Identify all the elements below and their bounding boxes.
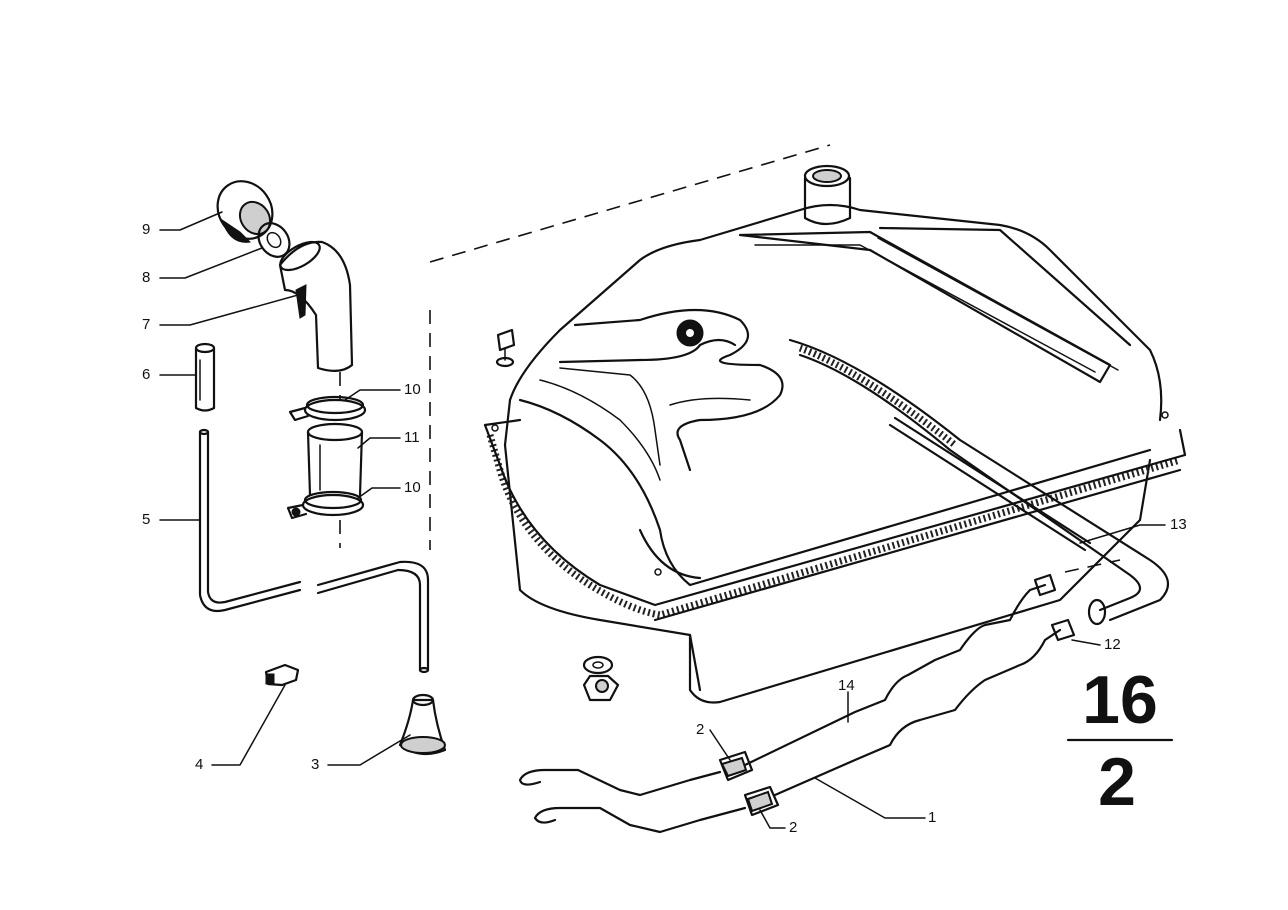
figure-group-number: 16 <box>1082 662 1158 738</box>
callout-6: 6 <box>142 366 151 383</box>
callout-9: 9 <box>142 221 151 238</box>
hose-clamp-upper <box>288 395 367 422</box>
grommet-and-nut <box>582 655 620 702</box>
assembly-guide-lines <box>339 144 1121 573</box>
sender-unit <box>676 319 704 347</box>
figure-sub-number: 2 <box>1098 744 1136 820</box>
callout-14: 14 <box>838 677 855 694</box>
callout-10-lower: 10 <box>404 479 421 496</box>
callout-leaders <box>159 211 1166 829</box>
drain-tube <box>788 338 1170 626</box>
vent-tube <box>198 428 430 674</box>
callout-8: 8 <box>142 269 151 286</box>
connecting-hose <box>306 422 364 497</box>
fuel-tank <box>483 164 1187 704</box>
return-line <box>533 618 1076 834</box>
rubber-grommet <box>398 693 447 756</box>
hose-clamp-lower <box>286 490 365 520</box>
mounting-bolt <box>495 328 516 368</box>
tank-strap <box>888 416 1092 552</box>
fuel-line <box>518 573 1057 797</box>
callout-2-upper: 2 <box>696 721 705 738</box>
callout-7: 7 <box>142 316 151 333</box>
callout-13: 13 <box>1170 516 1187 533</box>
callout-10-upper: 10 <box>404 381 421 398</box>
filler-cap <box>216 180 274 243</box>
callout-12: 12 <box>1104 636 1121 653</box>
callout-1: 1 <box>928 809 937 826</box>
filler-neck-hose <box>278 240 354 372</box>
vent-hose-short <box>194 342 216 412</box>
callout-2-lower: 2 <box>789 819 798 836</box>
hose-connector-1 <box>743 785 780 817</box>
callout-5: 5 <box>142 511 151 528</box>
callout-3: 3 <box>311 756 320 773</box>
callout-11: 11 <box>404 429 420 446</box>
hose-connector-14 <box>718 750 754 782</box>
hose-clip <box>264 663 300 687</box>
tank-filler-stub <box>803 164 852 226</box>
callout-4: 4 <box>195 756 204 773</box>
